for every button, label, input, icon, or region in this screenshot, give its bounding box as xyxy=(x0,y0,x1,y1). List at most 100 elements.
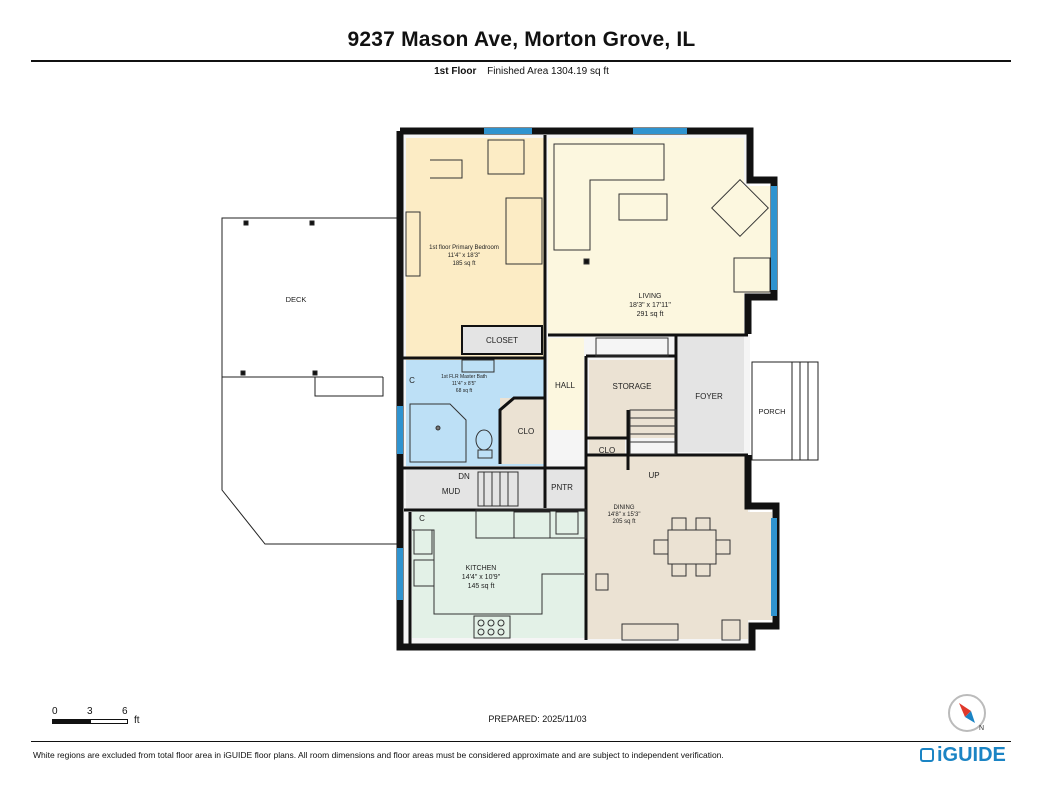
room-foyer xyxy=(678,335,744,452)
room-clo xyxy=(500,398,544,464)
dining-furniture xyxy=(595,517,741,641)
label-porch: PORCH xyxy=(758,407,785,416)
windows xyxy=(397,128,777,616)
room-hall xyxy=(548,338,584,430)
console-icon xyxy=(595,337,669,357)
scale-tick-0: 0 xyxy=(52,706,58,717)
label-storage: STORAGE xyxy=(613,382,652,391)
armchair-icon xyxy=(487,139,525,175)
room-storage xyxy=(589,360,675,438)
kitchen-fixtures xyxy=(412,509,587,639)
label-bath-dims: 11'4" x 8'5" xyxy=(452,381,476,387)
label-foyer: FOYER xyxy=(695,392,723,401)
coffee-table-icon xyxy=(618,193,668,221)
stairs xyxy=(477,409,677,507)
buffet-icon xyxy=(621,623,679,641)
desk-icon xyxy=(430,159,463,179)
interior-walls xyxy=(403,135,748,644)
label-closet: CLOSET xyxy=(486,336,518,345)
chair-icon xyxy=(695,517,711,531)
label-dining-name: DINING xyxy=(614,505,635,511)
bed-icon xyxy=(505,197,543,265)
chair-icon xyxy=(715,539,731,555)
disclaimer: White regions are excluded from total fl… xyxy=(33,750,724,760)
dining-bay xyxy=(748,512,772,620)
chair-icon xyxy=(671,563,687,577)
prepared-date: PREPARED: 2025/11/03 xyxy=(488,714,587,724)
chair-icon xyxy=(595,573,609,591)
label-c1: C xyxy=(409,376,415,385)
room-pantry xyxy=(545,470,585,506)
floor-name: 1st Floor xyxy=(434,66,477,77)
living-furniture xyxy=(553,143,771,357)
window xyxy=(771,186,777,290)
sofa-icon xyxy=(553,143,665,251)
chair-icon xyxy=(695,563,711,577)
staircase-up xyxy=(629,409,677,455)
floor-subtitle: 1st Floor Finished Area 1304.19 sq ft xyxy=(0,66,1043,77)
dishwasher-icon xyxy=(413,529,433,555)
label-kitchen-area: 145 sq ft xyxy=(468,583,495,590)
compass-icon: N xyxy=(948,694,986,732)
room-closet xyxy=(461,325,543,355)
compass-north: N xyxy=(979,725,984,732)
brand-text: iGUIDE xyxy=(937,744,1006,766)
label-bath-name: 1st FLR Master Bath xyxy=(441,374,487,380)
scale-unit: ft xyxy=(134,715,140,726)
label-bedroom-name: 1st floor Primary Bedroom xyxy=(429,245,499,251)
brand-logo: iGUIDE xyxy=(920,744,1006,767)
staircase-down xyxy=(477,471,519,507)
label-living-name: LIVING xyxy=(639,293,662,300)
kitchen-sink-icon xyxy=(413,559,435,587)
label-bedroom-dims: 11'4" x 18'3" xyxy=(448,253,480,259)
header-divider xyxy=(31,60,1011,62)
page-title: 9237 Mason Ave, Morton Grove, IL xyxy=(347,28,696,51)
window xyxy=(633,128,687,134)
armchair-icon xyxy=(711,179,769,237)
label-deck: DECK xyxy=(286,295,307,304)
label-pntr: PNTR xyxy=(551,483,573,492)
window xyxy=(484,128,532,134)
deck-post xyxy=(309,220,315,226)
finished-area: Finished Area 1304.19 sq ft xyxy=(487,66,609,77)
iguide-icon xyxy=(920,748,934,762)
label-mud: MUD xyxy=(442,487,460,496)
drain-icon xyxy=(435,425,441,431)
cooktop-icon xyxy=(473,615,511,639)
label-dn: DN xyxy=(458,472,470,481)
toilet-tank-icon xyxy=(477,449,493,459)
scale-tick-6: 6 xyxy=(122,706,128,717)
label-dining-area: 205 sq ft xyxy=(612,519,635,525)
room-dining xyxy=(586,455,748,639)
label-clo2: CLO xyxy=(599,446,615,455)
room-bedroom xyxy=(406,138,545,360)
label-living-area: 291 sq ft xyxy=(637,311,664,318)
label-bath-area: 68 sq ft xyxy=(456,388,473,394)
window xyxy=(397,548,403,600)
label-kitchen-name: KITCHEN xyxy=(466,565,497,572)
window xyxy=(397,406,403,454)
exterior-walls xyxy=(396,127,780,651)
label-c2: C xyxy=(419,514,425,523)
scale-bar: 0 3 6 ft xyxy=(52,706,152,728)
chair-icon xyxy=(653,539,669,555)
deck-post xyxy=(243,220,249,226)
cabinet-icon xyxy=(721,619,741,641)
dresser-icon xyxy=(405,211,421,277)
label-hall: HALL xyxy=(555,381,576,390)
porch xyxy=(751,361,819,461)
column-icon xyxy=(583,258,590,265)
label-up: UP xyxy=(648,471,659,480)
label-dining-dims: 14'8" x 15'3" xyxy=(608,512,641,518)
footer-divider xyxy=(31,741,1011,742)
side-chair-icon xyxy=(733,257,771,293)
sink-icon xyxy=(461,359,495,373)
deck-post xyxy=(240,370,246,376)
bath-fixtures xyxy=(409,359,495,463)
label-living-dims: 18'3" x 17'11" xyxy=(629,302,671,309)
living-bay xyxy=(744,186,770,293)
window xyxy=(771,518,777,616)
scale-tick-3: 3 xyxy=(87,706,93,717)
room-living xyxy=(548,138,744,334)
